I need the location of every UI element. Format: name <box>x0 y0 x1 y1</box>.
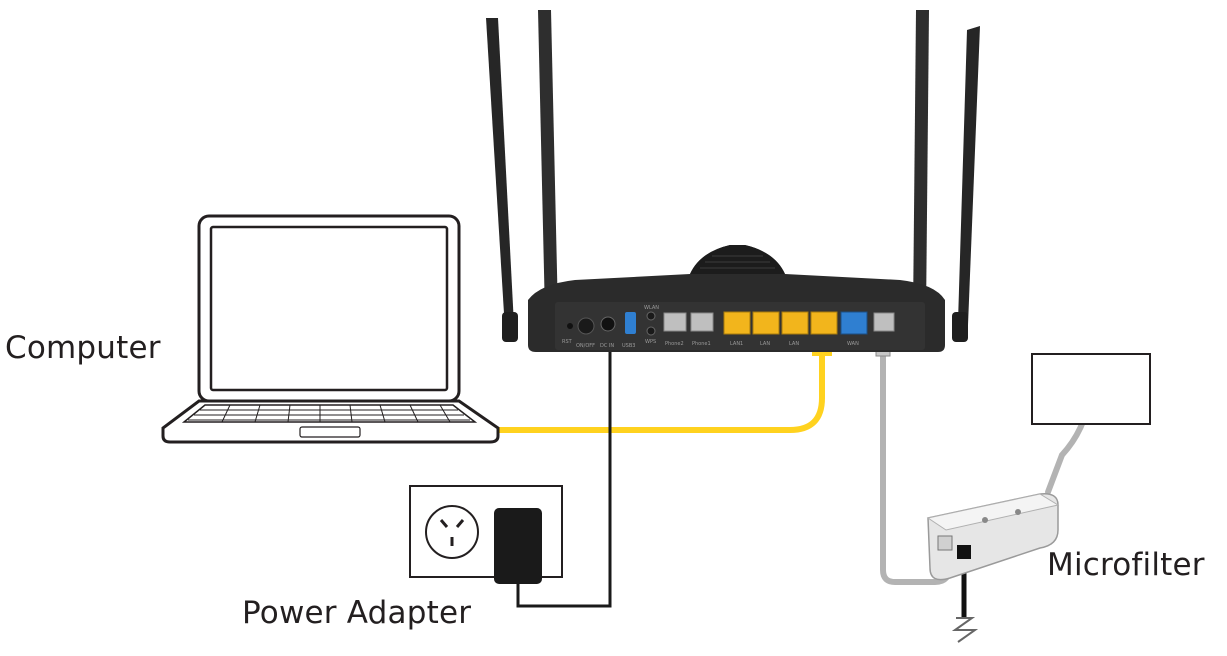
lan-port-3 <box>781 311 809 335</box>
reset-button <box>567 323 573 329</box>
microfilter-label: Microfilter <box>1047 547 1205 583</box>
laptop <box>161 214 500 444</box>
dc-in-port <box>600 316 616 332</box>
computer-label: Computer <box>5 330 161 366</box>
filter-phone-port <box>937 535 953 551</box>
wan-port <box>840 311 868 335</box>
port-label: RST <box>562 339 573 345</box>
antenna-right-outer <box>952 26 980 342</box>
power-cable <box>516 340 612 608</box>
port-label: LAN1 <box>730 341 743 347</box>
power-adapter <box>494 508 542 584</box>
port-label: ON/OFF <box>576 343 595 349</box>
dsl-port <box>873 312 895 332</box>
port-label: WAN <box>847 341 859 347</box>
wlan-button <box>646 311 656 321</box>
lan-port-4 <box>810 311 838 335</box>
port-label: LAN <box>789 341 799 347</box>
outlet-socket <box>425 505 479 559</box>
port-label: Phone1 <box>692 341 711 347</box>
laptop-screen <box>209 225 449 392</box>
router: RST ON/OFF DC IN USB3 WLAN WPS Phone2 Ph… <box>486 10 980 352</box>
wps-button <box>646 326 656 336</box>
port-label: USB3 <box>622 343 635 349</box>
usb-port <box>625 312 636 334</box>
power-adapter-label: Power Adapter <box>242 595 472 631</box>
wall-phone-jack <box>1031 353 1151 425</box>
port-label: WPS <box>645 339 656 345</box>
microfilter <box>926 492 1060 581</box>
phone2-port <box>663 312 687 332</box>
antenna-left-outer <box>486 18 518 342</box>
port-legend: RST ON/OFF DC IN USB3 WLAN WPS Phone2 Ph… <box>562 305 859 349</box>
antenna-left-inner <box>538 10 560 324</box>
keyboard-keys <box>188 404 470 423</box>
port-label: DC IN <box>600 343 614 349</box>
lan-port-1 <box>723 311 751 335</box>
lan-port-2 <box>752 311 780 335</box>
laptop-touchpad <box>299 426 361 438</box>
laptop-keyboard <box>181 404 478 423</box>
phone1-port <box>690 312 714 332</box>
port-label: WLAN <box>644 305 659 311</box>
antenna-right-inner <box>910 10 929 324</box>
vent-grille <box>690 245 785 274</box>
power-switch <box>577 317 595 335</box>
port-label: LAN <box>760 341 770 347</box>
filter-line-port <box>957 545 971 559</box>
port-label: Phone2 <box>665 341 684 347</box>
